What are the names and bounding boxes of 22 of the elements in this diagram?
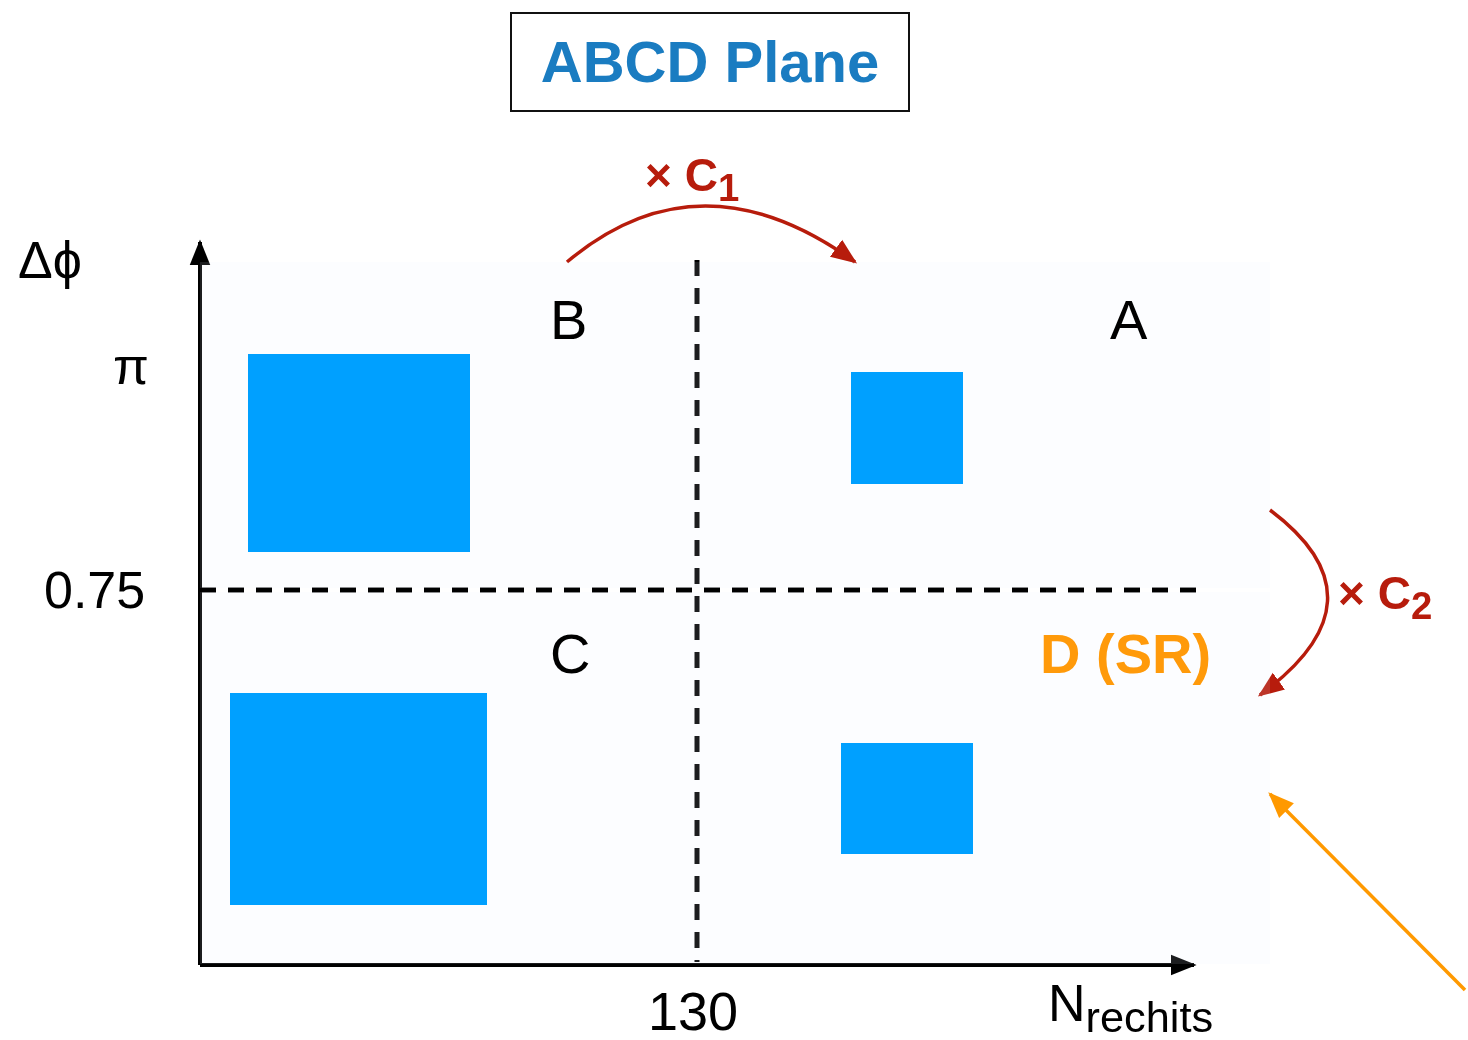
event-square — [230, 693, 487, 905]
arrow — [1268, 792, 1467, 992]
region-label: D (SR) — [1040, 624, 1212, 684]
axis-label: Δϕ — [18, 232, 82, 290]
event-square — [851, 372, 963, 484]
arrow — [1257, 508, 1330, 697]
tick-label: π — [113, 338, 149, 396]
edge-label: × C$_{1}$ — [645, 148, 740, 211]
event-square — [841, 743, 973, 854]
tick-label: 0.75 — [44, 562, 146, 620]
region-label: C — [550, 624, 591, 684]
plot-region — [200, 262, 697, 588]
region-label: B — [550, 290, 588, 350]
region-label: A — [1110, 290, 1148, 350]
title: ABCD Plane — [510, 12, 910, 112]
plot-region — [697, 592, 1270, 964]
tick-label: 130 — [648, 982, 739, 1040]
arrow — [565, 204, 858, 264]
plot-region — [200, 592, 697, 964]
edge-label: × C$_{2}$ — [1338, 566, 1433, 629]
event-square — [248, 354, 470, 552]
axis-label: N$_{rechits}$ — [1048, 975, 1214, 1040]
